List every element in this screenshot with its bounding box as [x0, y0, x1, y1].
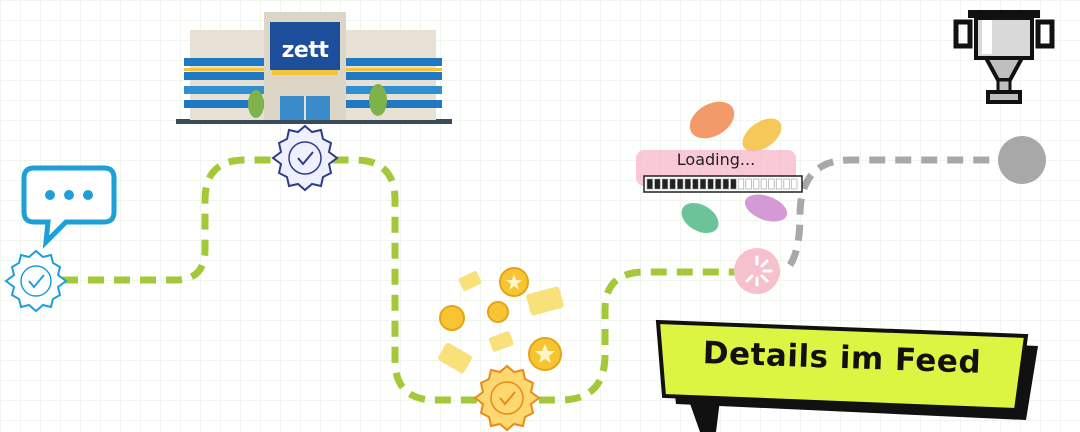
progress-segment — [692, 178, 699, 190]
check-gear-icon — [473, 364, 541, 432]
office-building-icon — [176, 12, 452, 124]
progress-segment — [760, 178, 767, 190]
progress-segment — [768, 178, 775, 190]
chat-bubble-icon — [21, 165, 117, 249]
progress-segment — [661, 178, 669, 190]
journey-end-dot — [998, 136, 1046, 184]
progress-segment — [775, 178, 783, 190]
progress-segment — [730, 178, 737, 190]
building-logo-text: zett — [281, 38, 329, 63]
loading-label: Loading... — [676, 150, 756, 169]
journey-path-green — [62, 156, 735, 404]
check-gear-icon — [271, 124, 339, 192]
progress-segment — [722, 178, 729, 190]
progress-segment — [669, 178, 676, 190]
check-gear-icon — [4, 249, 68, 313]
progress-segment — [783, 178, 790, 190]
progress-segment — [745, 178, 752, 190]
feed-banner — [655, 319, 1038, 432]
progress-segment — [737, 178, 745, 190]
progress-segment — [699, 178, 707, 190]
trophy-icon — [953, 10, 1055, 104]
progress-segment — [646, 178, 653, 190]
handprint-splash-icon — [636, 101, 803, 234]
progress-segment — [684, 178, 691, 190]
progress-segment — [654, 178, 661, 190]
progress-segment — [715, 178, 722, 190]
coins-icon — [438, 267, 564, 374]
progress-segment — [707, 178, 714, 190]
loading-progress-bar — [646, 178, 798, 190]
progress-segment — [791, 178, 798, 190]
journey-path-gray — [786, 156, 1000, 267]
loading-spinner-icon — [734, 248, 780, 294]
progress-segment — [677, 178, 684, 190]
progress-segment — [753, 178, 760, 190]
